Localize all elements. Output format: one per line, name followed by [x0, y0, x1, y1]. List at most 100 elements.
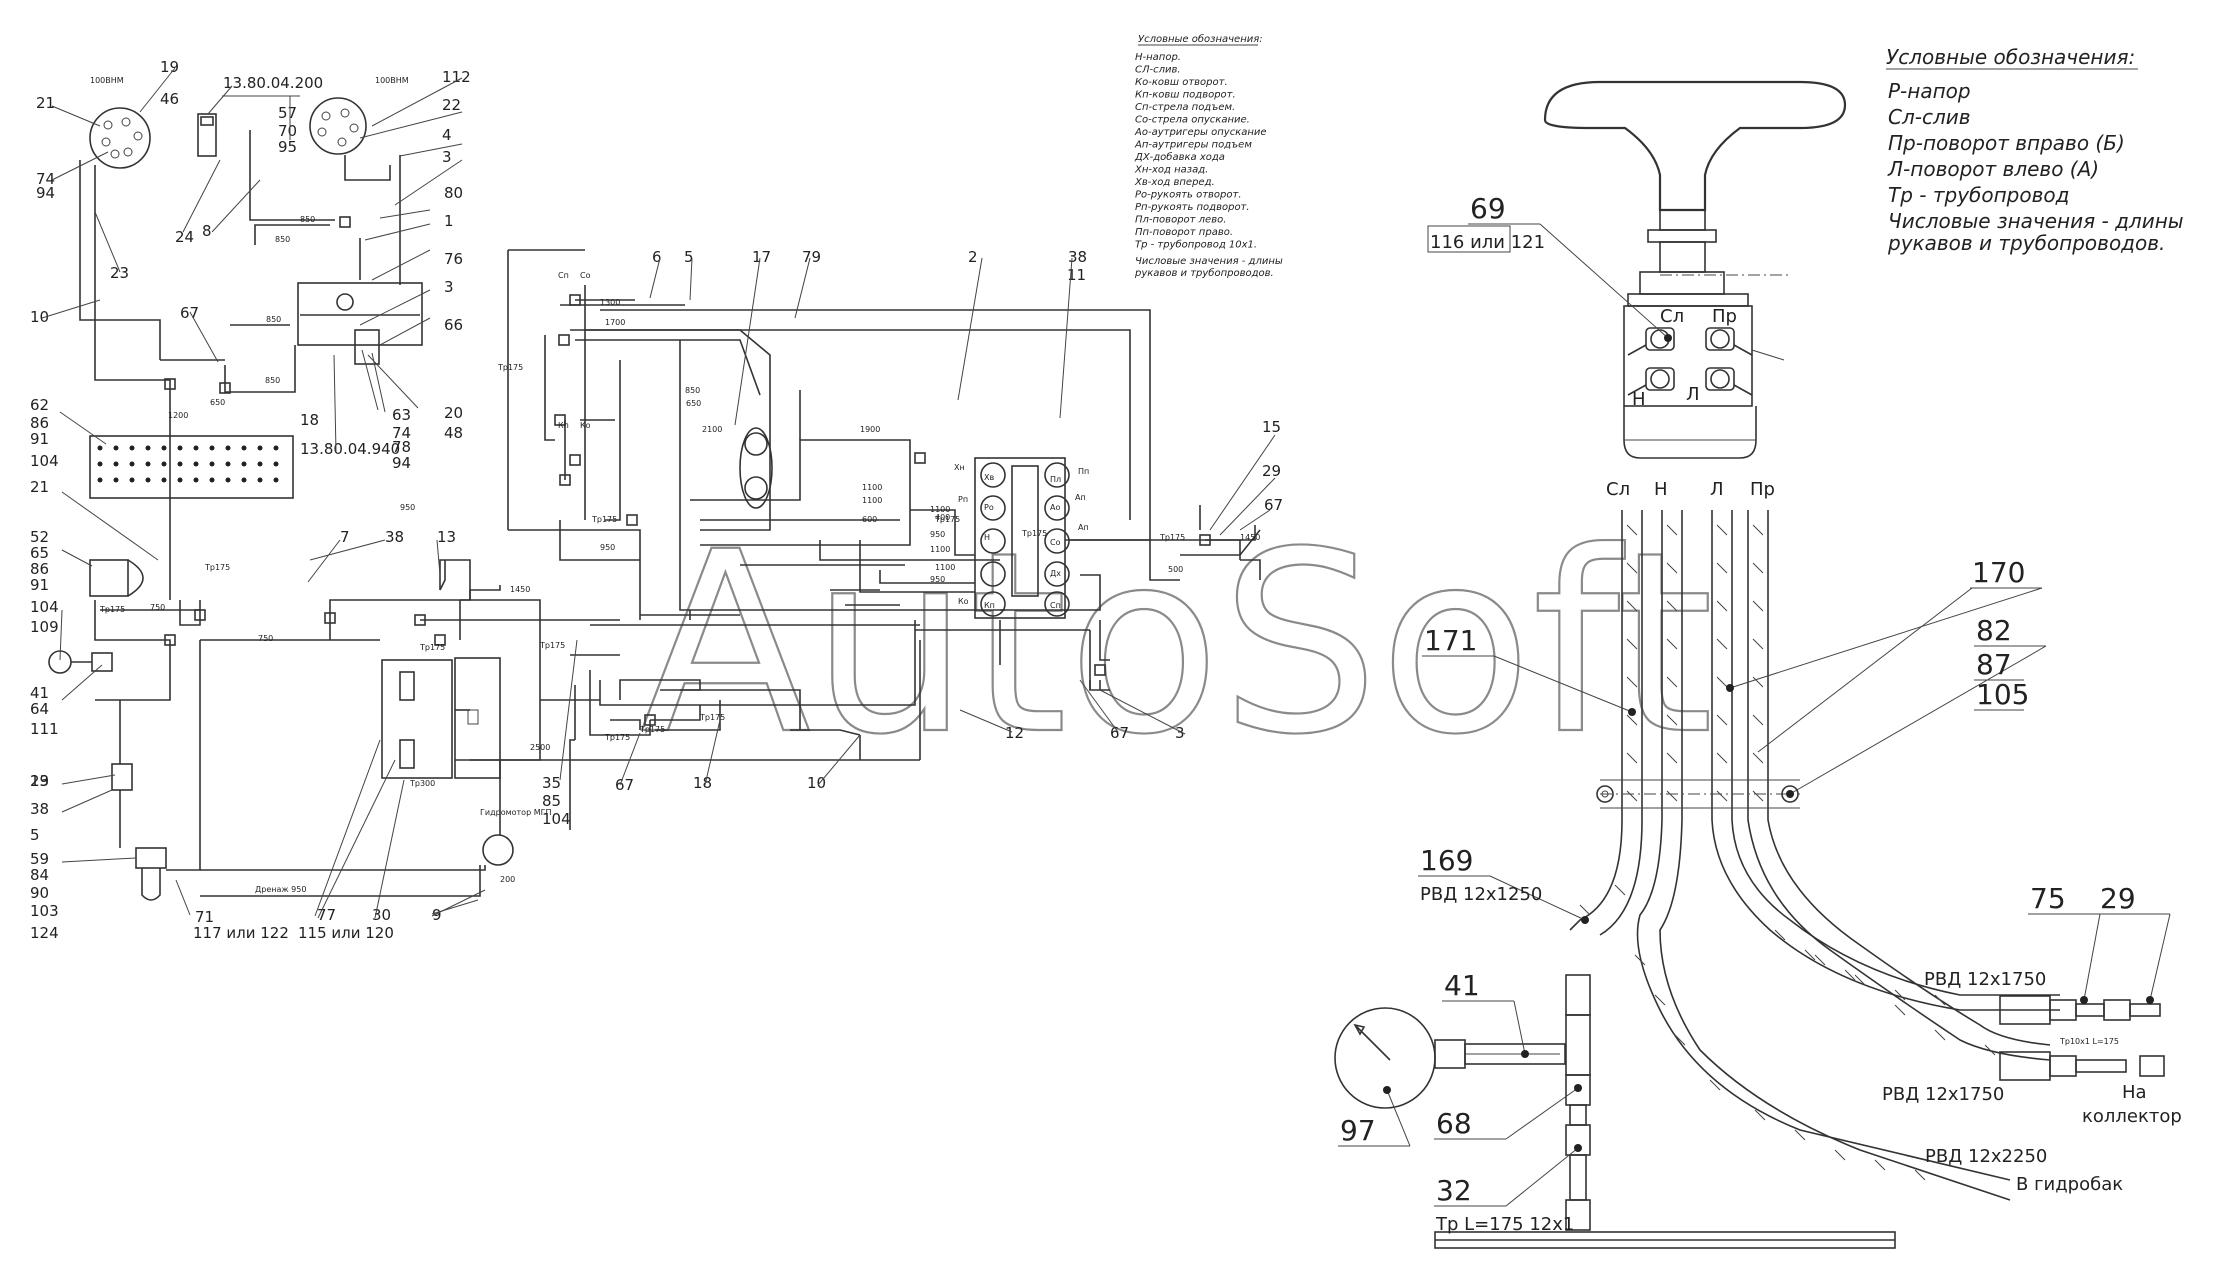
- leader-dot: [1581, 916, 1589, 924]
- hose-mark: [1894, 1004, 1906, 1016]
- legend-small-note: рукавов и трубопроводов.: [1134, 267, 1274, 279]
- length-label: 1300: [600, 298, 620, 307]
- length-label: 1450: [1240, 533, 1260, 542]
- panel-port: [273, 445, 279, 451]
- callout-label: 171: [1424, 624, 1477, 657]
- pipe-label: Тр175: [497, 363, 523, 372]
- port-label: Ко: [958, 597, 969, 606]
- length-label: 1100: [930, 545, 950, 554]
- pipe-label: Тр175: [419, 643, 445, 652]
- leader-dot: [1521, 1050, 1529, 1058]
- legend-small-line: Пп-поворот право.: [1135, 227, 1233, 238]
- panel-port: [161, 477, 167, 483]
- leader-line: [1729, 587, 2043, 689]
- leader-line: [61, 774, 116, 785]
- callout-label: 18: [300, 411, 319, 429]
- hose-mark: [1626, 524, 1638, 536]
- port-label: Ко: [580, 421, 591, 430]
- panel-port: [145, 445, 151, 451]
- hose-mark: [1934, 994, 1946, 1006]
- callout-label: 84: [30, 866, 49, 884]
- panel-port: [225, 445, 231, 451]
- port-label: Ро: [984, 503, 994, 512]
- leader-line: [1099, 689, 1186, 735]
- leader-line: [1505, 1147, 1579, 1207]
- callout-label: 170: [1972, 556, 2025, 589]
- pipe-label: Тр10x1 L=175: [2059, 1037, 2119, 1046]
- leader-line: [371, 77, 463, 127]
- panel-port: [209, 461, 215, 467]
- callout-label: 30: [372, 906, 391, 924]
- hose-mark: [1716, 790, 1728, 802]
- hose-mark: [1614, 884, 1626, 896]
- destination-label: коллектор: [2082, 1106, 2182, 1127]
- device-label-hydromotor: Гидромотор МГП: [480, 808, 551, 817]
- hose-mark: [1626, 562, 1638, 574]
- panel-port: [209, 477, 215, 483]
- legend-big-line: Тр - трубопровод: [1888, 183, 2069, 207]
- callout-label: 12: [1005, 724, 1024, 742]
- callout-label: 23: [110, 264, 129, 282]
- legend-big-title: Условные обозначения:: [1886, 45, 2135, 69]
- legend-small-title: Условные обозначения:: [1138, 33, 1263, 45]
- callout-label: 104: [30, 452, 59, 470]
- steering-port-label: Сл: [1660, 306, 1684, 327]
- hose-mark: [1666, 562, 1678, 574]
- panel-port: [145, 461, 151, 467]
- leader-line: [59, 609, 63, 661]
- tee-fitting: [569, 454, 581, 466]
- callout-label: 17: [752, 248, 771, 266]
- port-label: Ап: [1078, 523, 1089, 532]
- leader-line: [371, 352, 386, 413]
- legend-small-line: Со-стрела опускание.: [1135, 115, 1250, 126]
- leader-line: [436, 539, 441, 576]
- panel-port: [145, 477, 151, 483]
- panel-port: [193, 477, 199, 483]
- panel-port: [209, 445, 215, 451]
- callout-label: 71: [195, 908, 214, 926]
- callout-box: [1427, 225, 1511, 253]
- hose-mark: [1716, 524, 1728, 536]
- leader-line: [175, 879, 191, 916]
- length-label: 750: [258, 634, 273, 643]
- callout-label: 85: [542, 792, 561, 810]
- leader-line: [317, 759, 396, 919]
- callout-sub: 105: [1976, 678, 2029, 711]
- pipe-label: Тр175: [604, 733, 630, 742]
- hose-mark: [1834, 1149, 1846, 1161]
- leader-line: [2083, 913, 2101, 1001]
- leader-line: [1489, 875, 1586, 921]
- hose-mark: [1854, 974, 1866, 986]
- hose-mark: [1752, 790, 1764, 802]
- length-label: 1700: [605, 318, 625, 327]
- pipe-label: Тр175: [591, 515, 617, 524]
- leader-line: [61, 789, 113, 813]
- panel-port: [257, 445, 263, 451]
- leader-line: [794, 257, 811, 319]
- callout-label: 94: [392, 454, 411, 472]
- callout-label: 52: [30, 528, 49, 546]
- leader-line: [394, 159, 463, 206]
- leader-dot: [1574, 1144, 1582, 1152]
- leader-line: [51, 151, 109, 181]
- callout-label: 67: [615, 776, 634, 794]
- leader-line: [51, 105, 101, 127]
- callout-label: 32: [1436, 1174, 1472, 1207]
- panel-port: [177, 477, 183, 483]
- length-label: 850: [266, 315, 281, 324]
- length-label: 650: [686, 399, 701, 408]
- leader-dot: [2146, 996, 2154, 1004]
- panel-port: [257, 461, 263, 467]
- port-label: Сп: [558, 271, 569, 280]
- port-label: Кп: [984, 601, 995, 610]
- callout-label: 3: [444, 278, 454, 296]
- steering-port-label: Н: [1632, 389, 1646, 410]
- leader-line: [1219, 477, 1276, 536]
- callout-label: 95: [278, 138, 297, 156]
- callout-label: 69: [1470, 192, 1506, 225]
- length-label: Дренаж 950: [255, 885, 306, 894]
- hose-mark: [1752, 714, 1764, 726]
- length-label: 400: [935, 513, 950, 522]
- leader-line: [1539, 223, 1669, 339]
- callout-label: 18: [693, 774, 712, 792]
